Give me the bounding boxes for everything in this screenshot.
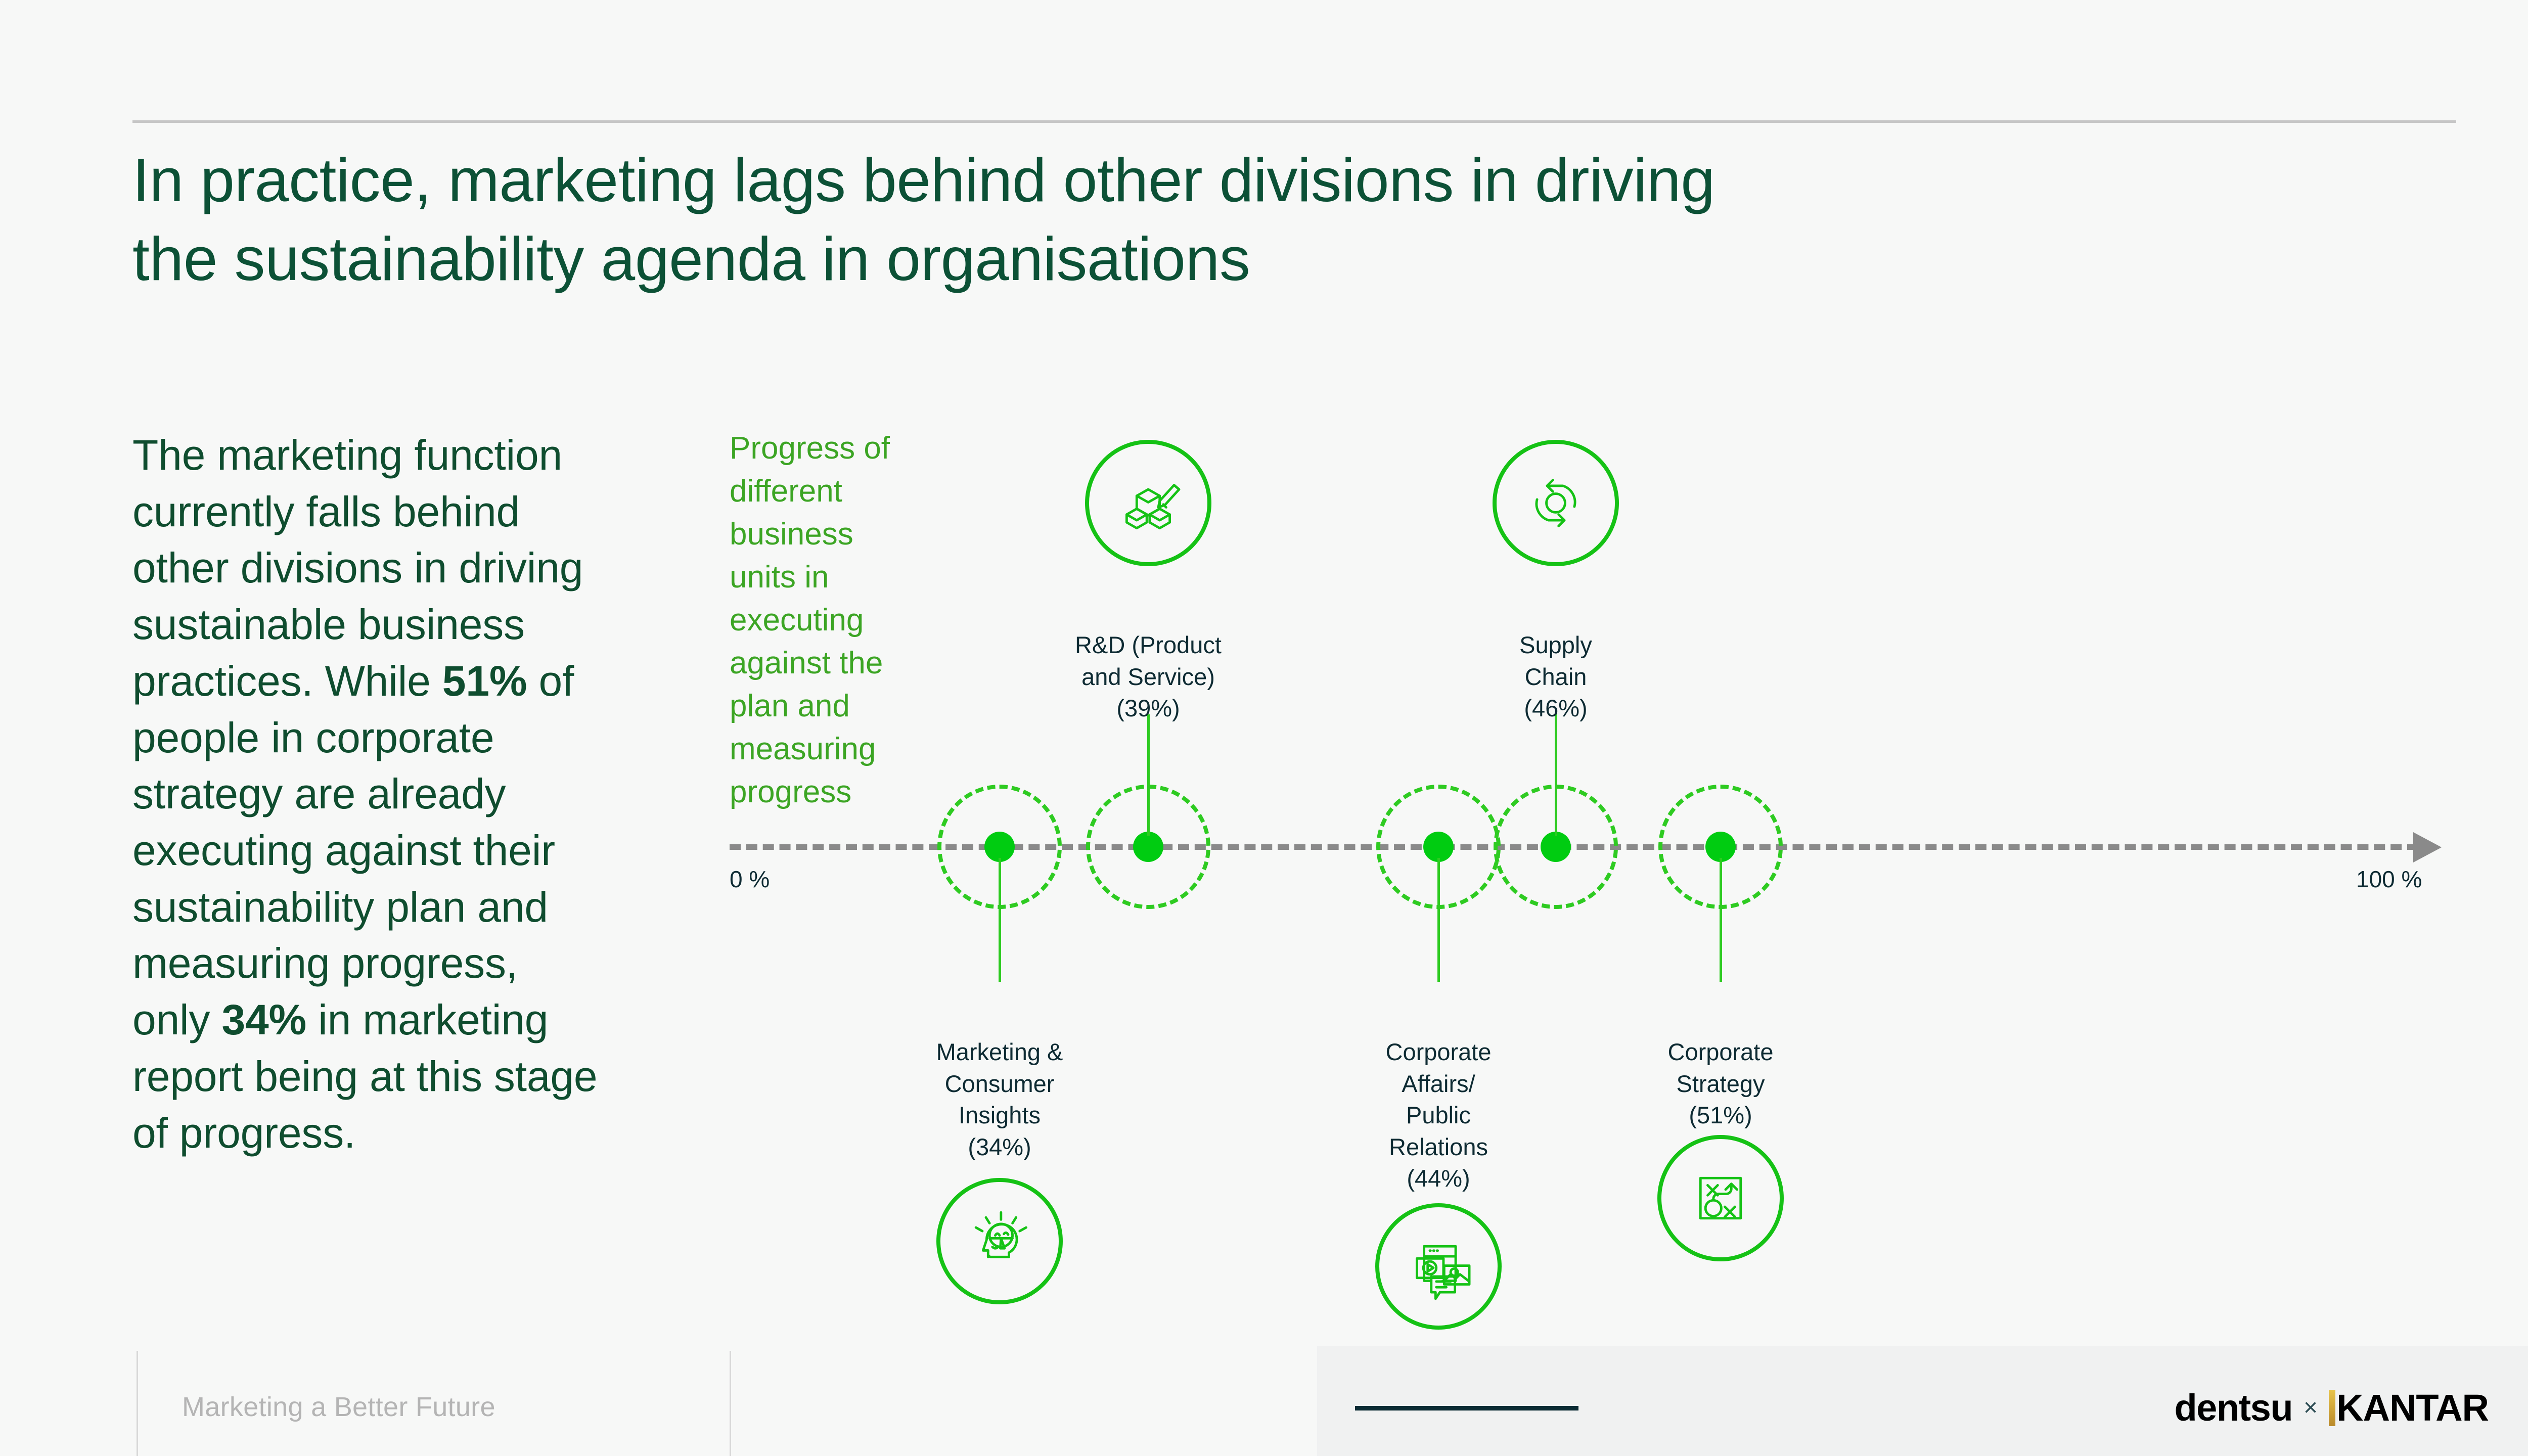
node-label: R&D (Product and Service) (39%): [1040, 629, 1257, 724]
node-label-line: Affairs/: [1402, 1070, 1475, 1097]
node-label-line: Insights: [959, 1102, 1041, 1128]
node-label-line: Corporate: [1385, 1038, 1492, 1065]
footer-accent-rule: [1355, 1406, 1578, 1410]
node-stem: [1437, 858, 1440, 982]
node-label: Marketing & Consumer Insights (34%): [891, 1036, 1108, 1163]
axis-arrow-icon: [2413, 832, 2442, 862]
node-label-line: Consumer: [944, 1070, 1055, 1097]
node-value-label: (51%): [1689, 1102, 1752, 1128]
strategy-playbook-icon: [1657, 1135, 1784, 1261]
node-value-label: (46%): [1524, 695, 1588, 721]
node-label-line: and Service): [1081, 663, 1215, 690]
media-channels-icon: [1375, 1203, 1502, 1330]
node-dot[interactable]: [1541, 832, 1571, 862]
page-title: In practice, marketing lags behind other…: [132, 141, 1953, 298]
chart-caption: Progress of different business units in …: [730, 431, 890, 809]
head-lightbulb-icon: [936, 1178, 1063, 1304]
node-value-label: (39%): [1116, 695, 1180, 721]
kantar-gold-bar-icon: [2329, 1390, 2336, 1426]
footer-divider-left: [137, 1351, 138, 1456]
node-label: Corporate Strategy (51%): [1612, 1036, 1829, 1131]
body-stat-51: 51%: [442, 657, 527, 705]
node-stem: [1720, 858, 1722, 982]
node-stem: [1555, 714, 1557, 836]
node-label-line: Chain: [1524, 663, 1587, 690]
body-text-part-2: of people in corporate strategy are alre…: [132, 657, 574, 1044]
body-paragraph: The marketing function currently falls b…: [132, 427, 603, 1161]
footer-divider-right: [730, 1351, 731, 1456]
node-label-line: Public: [1406, 1102, 1471, 1128]
node-stem: [999, 858, 1001, 982]
body-stat-34: 34%: [221, 996, 306, 1044]
header-divider: [132, 120, 2456, 123]
node-label-line: Marketing &: [936, 1038, 1063, 1065]
page-title-line-2: the sustainability agenda in organisatio…: [132, 224, 1250, 294]
node-label-line: Strategy: [1676, 1070, 1765, 1097]
dentsu-logo: dentsu: [2174, 1387, 2293, 1429]
body-text-part-3: in marketing report being at this stage …: [132, 996, 598, 1157]
node-label-line: Relations: [1389, 1133, 1488, 1160]
node-label-line: Supply: [1519, 631, 1592, 658]
axis-max-label: 100 %: [2356, 866, 2422, 892]
logo-separator-icon: ×: [2304, 1394, 2318, 1421]
kantar-wordmark: KANTAR: [2336, 1387, 2489, 1429]
node-label-line: Corporate: [1667, 1038, 1774, 1065]
node-dot[interactable]: [1423, 832, 1454, 862]
footer-panel: [1317, 1346, 2528, 1456]
kantar-logo: KANTAR: [2329, 1387, 2489, 1429]
node-label-line: R&D (Product: [1075, 631, 1222, 658]
node-dot[interactable]: [1705, 832, 1736, 862]
node-dot[interactable]: [984, 832, 1015, 862]
node-stem: [1147, 714, 1150, 836]
node-value-label: (44%): [1407, 1165, 1470, 1192]
node-dot[interactable]: [1133, 832, 1163, 862]
node-label: Corporate Affairs/ Public Relations (44%…: [1330, 1036, 1547, 1195]
footer-report-name: Marketing a Better Future: [182, 1392, 495, 1422]
cubes-pencil-icon: [1085, 440, 1211, 566]
logo-lockup: dentsu × KANTAR: [2174, 1388, 2489, 1428]
axis-min-label: 0 %: [730, 866, 770, 892]
page-title-line-1: In practice, marketing lags behind other…: [132, 146, 1715, 214]
node-value-label: (34%): [968, 1133, 1031, 1160]
node-label: Supply Chain (46%): [1447, 629, 1664, 724]
circular-arrows-icon: [1493, 440, 1619, 566]
body-text-part-1: The marketing function currently falls b…: [132, 431, 583, 705]
